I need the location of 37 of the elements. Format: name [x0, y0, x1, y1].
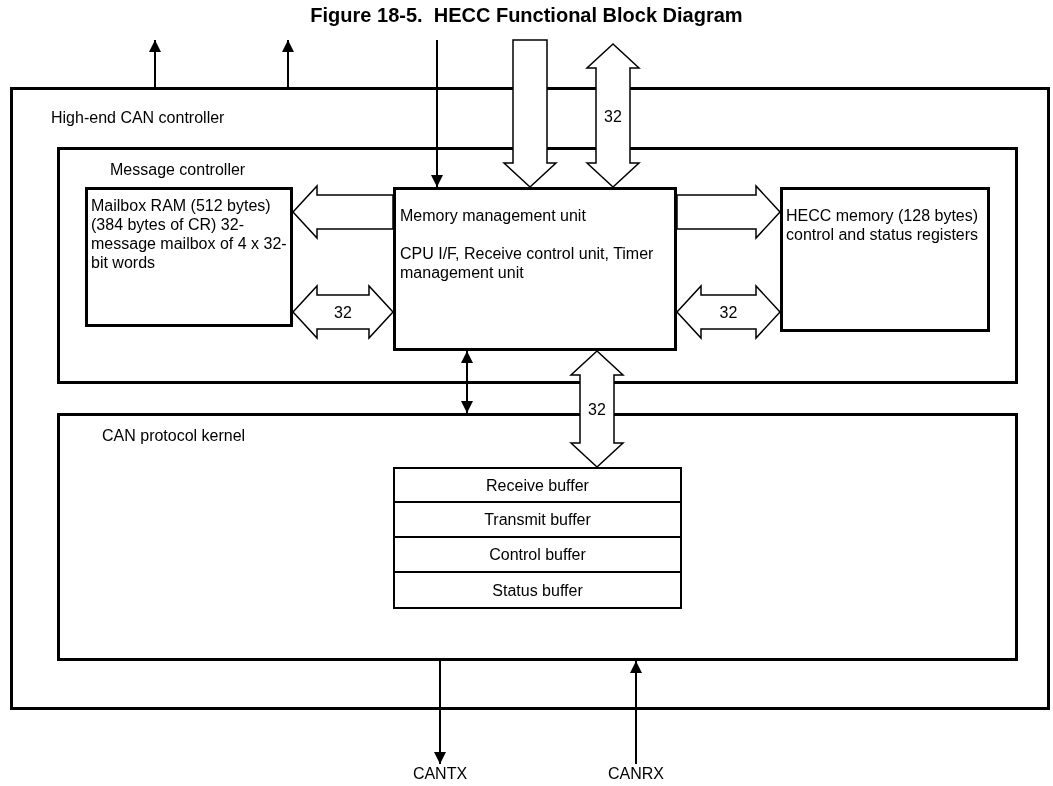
bus-arrow — [502, 39, 558, 189]
buffer-row — [393, 536, 682, 573]
signal-arrow — [461, 350, 473, 414]
block-box — [85, 187, 293, 327]
bus-arrow — [676, 184, 782, 240]
bus-arrow — [569, 349, 625, 469]
buffer-row — [393, 467, 682, 503]
bus-arrow — [291, 284, 395, 340]
block-text: CPU I/F, Receive control unit, Timer management unit — [400, 244, 655, 282]
block-text: Mailbox RAM (512 bytes) (384 bytes of CR) 32-message mailbox of 4 x 32-bit words — [91, 196, 288, 272]
block-heading: CAN protocol kernel — [102, 426, 246, 445]
signal-name: CANRX — [601, 764, 671, 784]
bus-arrow — [675, 284, 782, 340]
block-frame — [57, 147, 1018, 384]
signal-arrow — [434, 660, 446, 765]
signal-arrow — [149, 39, 161, 88]
buffer-row — [393, 571, 682, 609]
buffer-name: Control buffer — [489, 545, 586, 564]
block-heading: Message controller — [110, 160, 246, 179]
block-frame — [10, 87, 1050, 710]
buffer-row — [393, 501, 682, 538]
block-text: Memory management unit — [400, 206, 587, 225]
signal-arrow — [630, 660, 642, 765]
buffer-name: Transmit buffer — [484, 510, 591, 529]
block-heading: High-end CAN controller — [51, 108, 225, 127]
buffer-name: Receive buffer — [486, 475, 589, 495]
figure-title: Figure 18-5. HECC Functional Block Diagram — [309, 4, 744, 27]
block-box — [393, 187, 677, 351]
signal-arrow — [282, 39, 294, 88]
block-box — [780, 187, 990, 332]
block-frame — [57, 413, 1018, 661]
bus-arrow — [585, 42, 641, 189]
signal-arrow — [431, 39, 443, 188]
buffer-name: Status buffer — [492, 580, 583, 600]
block-text: HECC memory (128 bytes) control and status registers — [786, 206, 980, 244]
bus-arrow — [291, 184, 394, 240]
signal-name: CANTX — [405, 764, 475, 784]
